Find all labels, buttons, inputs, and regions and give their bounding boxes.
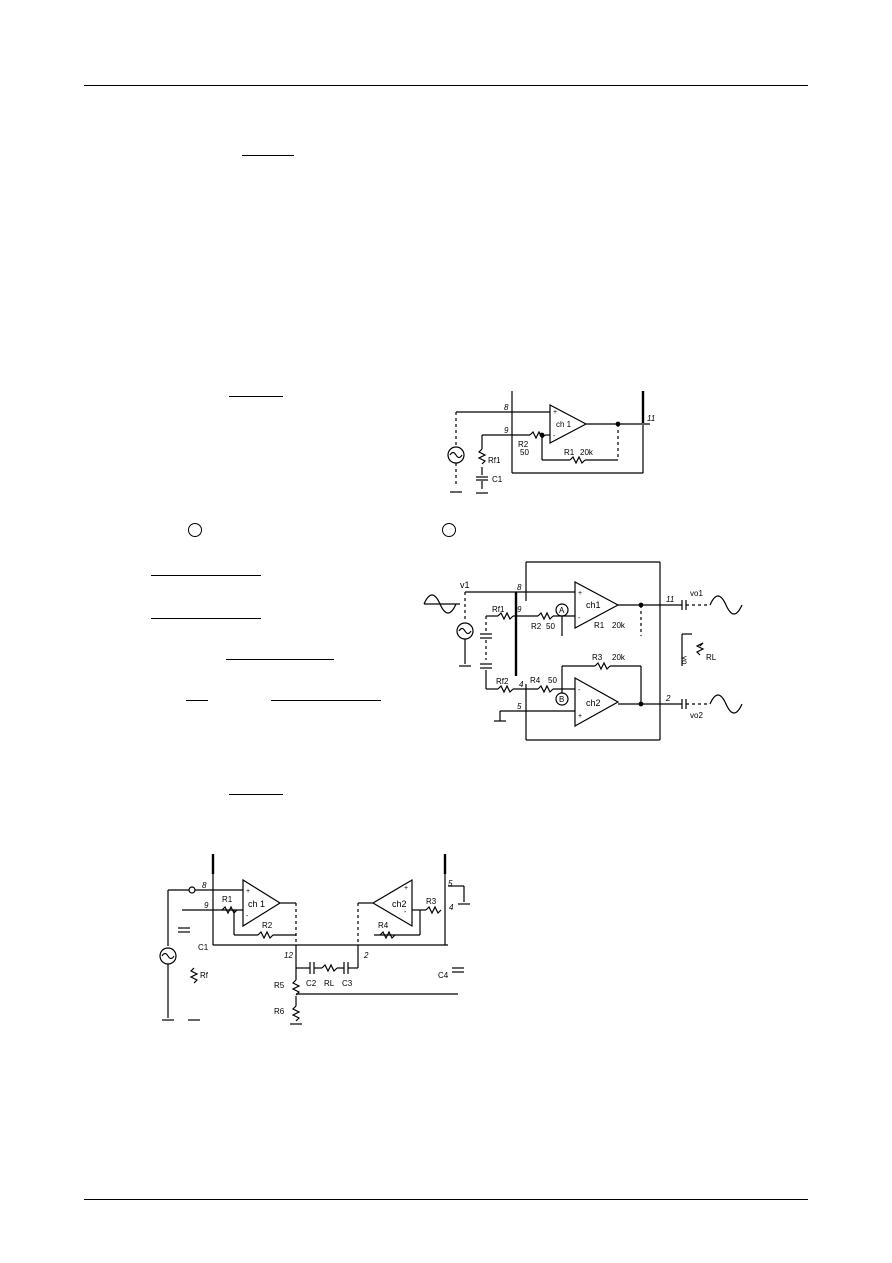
fig1-c1-label: C1 — [492, 475, 503, 484]
fig2-plus-1: + — [578, 590, 582, 597]
formula-line-1 — [151, 575, 261, 576]
fig3-amp2: ch2 — [392, 899, 407, 909]
heading-underline-1 — [242, 155, 294, 156]
fig3-rl: RL — [324, 979, 335, 988]
heading-underline-2 — [229, 396, 283, 397]
fig2-pin-5: 5 — [517, 702, 522, 711]
fig2-pin-4: 4 — [519, 680, 524, 689]
fig2-r2-val: 50 — [546, 622, 555, 631]
formula-line-3 — [226, 659, 334, 660]
circle-marker-1 — [188, 523, 202, 537]
fig2-v1: v1 — [460, 580, 470, 590]
fig2-vo1: vo1 — [690, 589, 703, 598]
fig1-r2-value: 50 — [520, 448, 529, 457]
figure-2-schematic: v1 8 9 4 5 11 2 Rf1 Rf2 A B R2 50 R1 20k… — [423, 561, 743, 741]
footer-rule — [84, 1199, 808, 1200]
fig2-node-b: B — [559, 695, 564, 704]
fig3-r3: R3 — [426, 897, 437, 906]
fig2-minus-1: - — [578, 615, 581, 622]
fig2-rf2: Rf2 — [496, 677, 509, 686]
fig3-r1: R1 — [222, 895, 233, 904]
fig1-pin-8: 8 — [504, 403, 509, 412]
fig2-node-a: A — [559, 606, 565, 615]
fig3-rf: Rf — [200, 971, 209, 980]
fig2-minus-2: - — [578, 687, 581, 694]
fig3-r2: R2 — [262, 921, 273, 930]
fig3-c4: C4 — [438, 971, 449, 980]
fig2-pin-11: 11 — [666, 595, 674, 604]
fig2-rf1: Rf1 — [492, 605, 505, 614]
header-rule — [84, 85, 808, 86]
fig2-r1-val: 20k — [612, 621, 626, 630]
fig2-r3-val: 20k — [612, 653, 626, 662]
fig2-r2: R2 — [531, 622, 542, 631]
formula-line-4 — [186, 700, 208, 701]
fig3-pin-12: 12 — [284, 951, 293, 960]
fig2-pin-8: 8 — [517, 583, 522, 592]
fig2-r4-val: 50 — [548, 676, 557, 685]
fig3-pin-2: 2 — [363, 951, 369, 960]
fig2-vo2: vo2 — [690, 711, 703, 720]
fig2-amp1: ch1 — [586, 600, 601, 610]
fig3-pin-8: 8 — [202, 881, 207, 890]
fig2-pin-9: 9 — [517, 605, 522, 614]
fig2-r4: R4 — [530, 676, 541, 685]
fig1-r1-value: 20k — [580, 448, 594, 457]
fig3-minus-2: - — [404, 909, 407, 916]
fig2-amp2: ch2 — [586, 698, 601, 708]
fig3-r5: R5 — [274, 981, 285, 990]
fig3-plus-1: + — [246, 888, 250, 895]
fig2-plus-2: + — [578, 713, 582, 720]
formula-line-5 — [271, 700, 381, 701]
fig1-rf-label: Rf1 — [488, 456, 501, 465]
fig3-plus-2: + — [404, 885, 408, 892]
fig1-plus: + — [553, 409, 557, 416]
fig3-r4: R4 — [378, 921, 389, 930]
fig2-rl: RL — [706, 653, 717, 662]
fig1-pin-9: 9 — [504, 426, 509, 435]
fig2-r3: R3 — [592, 653, 603, 662]
fig2-pin-2: 2 — [665, 694, 671, 703]
fig3-c3: C3 — [342, 979, 353, 988]
fig3-pin-5: 5 — [448, 879, 453, 888]
fig1-amp-label: ch 1 — [556, 420, 572, 429]
fig3-c1: C1 — [198, 943, 209, 952]
fig3-pin-9: 9 — [204, 901, 209, 910]
fig3-minus-1: - — [246, 913, 249, 920]
fig1-r2-label: R2 — [518, 440, 529, 449]
fig1-pin-11: 11 — [647, 414, 655, 423]
fig2-vo: vo — [680, 656, 689, 665]
fig3-c2: C2 — [306, 979, 317, 988]
fig3-pin-4: 4 — [449, 903, 454, 912]
fig1-minus: - — [553, 433, 556, 440]
fig3-r6: R6 — [274, 1007, 285, 1016]
fig2-r1: R1 — [594, 621, 605, 630]
figure-1-schematic: 8 9 11 + - ch 1 R2 50 R1 20k Rf1 C1 — [447, 391, 655, 494]
formula-line-2 — [151, 618, 261, 619]
fig3-amp1: ch 1 — [248, 899, 265, 909]
heading-underline-3 — [229, 794, 283, 795]
circle-marker-2 — [442, 523, 456, 537]
figure-3-schematic: 8 9 12 2 5 4 ch 1 ch2 + - - + R1 R2 R3 R… — [159, 854, 470, 1025]
fig1-r1-label: R1 — [564, 448, 575, 457]
